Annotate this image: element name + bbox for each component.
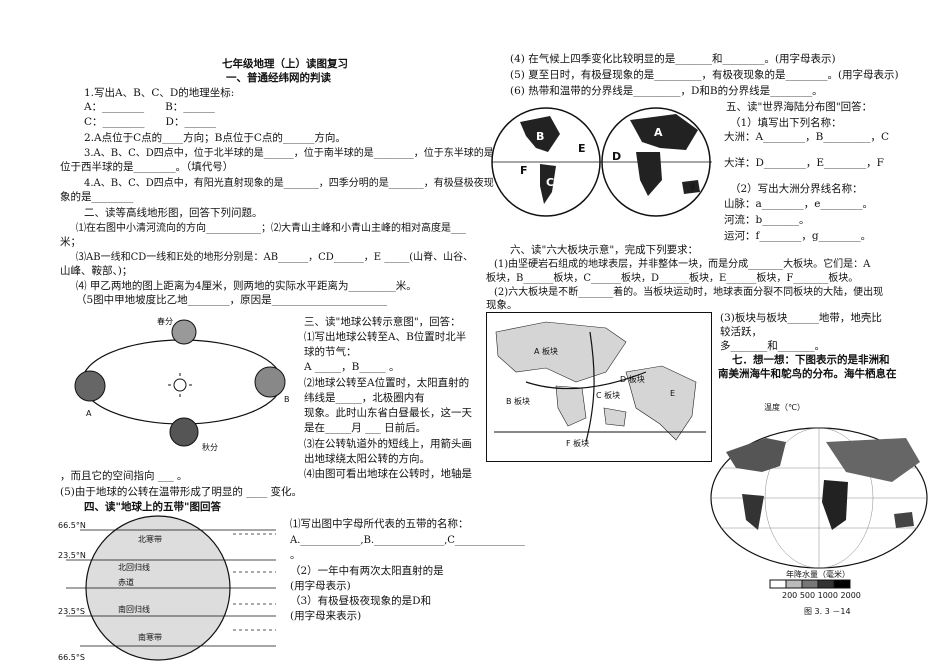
sec4-l5: (用字母表示) <box>290 580 351 592</box>
sec5-l5: 山脉：a________，e________。 <box>724 198 873 210</box>
sec5-l1: （1）填写出下列名称： <box>730 117 842 129</box>
rainfall-world-map: 温度（℃） 年降水量（毫米） 200 500 1000 2000 图 3. 3 … <box>710 402 928 616</box>
plate-d: D 板块 <box>620 374 645 384</box>
s3-tail: ，而且它的空间指向 ___ 。 <box>60 470 188 482</box>
sec7-title: 七．想一想：下图表示的是非洲和 <box>732 354 890 366</box>
rain-legend-values: 200 500 1000 2000 <box>782 591 861 600</box>
c2-l1: (4) 在气候上四季变化比较明显的是_______和________。(用字母表… <box>510 53 836 65</box>
sec4-l2: A.____________,B.______________,C_______… <box>290 535 525 546</box>
sec6-r1: (3)板块与板块______地带，地壳比 <box>720 312 882 324</box>
hemi-label-d: D <box>612 150 621 163</box>
zone-tropic-cancer: 北回归线 <box>118 562 150 572</box>
autumn-label: 秋分 <box>202 442 218 452</box>
c2-l3: (6) 热带和温带的分界线是_________，D和B的分界线是________… <box>510 85 823 97</box>
point-a-label: A <box>86 409 92 418</box>
s2-q4: ⑷ 甲乙两地的图上距离为4厘米，则两地的实际水平距离为_________米。 <box>76 280 417 292</box>
plate-b: B 板块 <box>506 396 530 406</box>
sec6-l2: 板块，B______板块，C______板块，D______板块，E______… <box>486 273 859 284</box>
s2-q3b: 山峰、鞍部、)； <box>60 265 133 277</box>
section-4-title: 四、读"地球上的五带"图回答 <box>84 501 221 513</box>
sec7-l2: 南美洲海牛和鸵鸟的分布。海牛栖息在 <box>718 368 897 380</box>
hemi-label-c: C <box>546 176 554 189</box>
q1-ab: A：________ B：______ <box>84 101 215 113</box>
rain-top-label: 温度（℃） <box>764 402 805 412</box>
hemi-label-f: F <box>520 164 528 177</box>
zone-tropic-capricorn: 南回归线 <box>118 604 150 614</box>
s2-q3: ⑶AB一线和CD一线和E处的地形分别是：AB______，CD______，E … <box>76 252 474 263</box>
sec3-l2: 球的节气： <box>304 346 357 358</box>
sec3-l4: ⑵地球公转至A位置时，太阳直射的 <box>304 377 470 389</box>
zone-equator: 赤道 <box>118 577 134 587</box>
sec3-l3: A _____，B_____ 。 <box>304 361 400 373</box>
earth-orbit-figure: 春分 秋分 A B <box>74 316 290 452</box>
sec5-l3: 大洋：D________，E________，F <box>724 157 884 169</box>
c2-l2: (5) 夏至日时，有极昼现象的是_________，有极夜现象的是_______… <box>510 69 899 81</box>
point-b-label: B <box>284 395 290 404</box>
sec6-r3: 多_______和_______。 <box>720 340 825 352</box>
q3-line1: 3.A、B、C、D四点中，位于北半球的是______，位于南半球的是______… <box>84 148 534 159</box>
plate-a: A 板块 <box>534 346 558 356</box>
rain-caption: 图 3. 3 －14 <box>804 607 851 616</box>
five-zones-figure: 66.5°N 23.5°N 23.5°S 66.5°S 北寒带 北回归线 赤道 … <box>58 515 276 662</box>
zone-north-frigid: 北寒带 <box>138 534 162 544</box>
section-2-title: 二、读等高线地形图，回答下列问题。 <box>84 207 263 219</box>
q1-cd: C：________ D：______ <box>84 116 216 128</box>
lat-665n: 66.5°N <box>58 521 86 530</box>
sec3-l1: ⑴写出地球公转至A、B位置时北半 <box>304 331 467 343</box>
sec5-l4: （2）写出大洲分界线名称： <box>730 183 863 195</box>
hemi-label-g: g <box>690 181 695 190</box>
sec4-l3: 。 <box>290 549 301 561</box>
sec4-l7: (用字母来表示) <box>290 610 362 622</box>
sec6-l1: (1)由坚硬岩石组成的地球表层，并非整体一块，而是分成_______大板块。它们… <box>494 259 871 270</box>
rain-legend-title: 年降水量（毫米） <box>786 569 850 579</box>
plate-f: F 板块 <box>566 438 589 448</box>
q4-line1: 4.A、B、C、D四点中，有阳光直射现象的是_______，四季分明的是____… <box>84 178 494 189</box>
lat-235n: 23.5°N <box>58 551 86 560</box>
sec5-l7: 运河：f________，g________。 <box>724 230 872 242</box>
s3-q5: (5)由于地球的公转在温带形成了明显的 ____ 变化。 <box>60 486 303 498</box>
hemi-label-e: E <box>578 142 586 155</box>
sec3-l6: 现象。此时山东省白昼最长，这一天 <box>304 407 472 419</box>
lat-235s: 23.5°S <box>58 607 85 616</box>
sec3-l5: 纬线是_____，北极圈内有 <box>304 392 425 404</box>
page-title: 七年级地理（上）读图复习 <box>222 58 348 70</box>
q2: 2.A点位于C点的____方向；B点位于C点的______方向。 <box>84 132 346 144</box>
sec5-l2: 大洲：A________，B_________，C <box>724 131 890 143</box>
sec4-l1: ⑴写出图中字母所代表的五带的名称： <box>290 518 469 530</box>
sec3-title: 三、读"地球公转示意图"，回答： <box>304 316 461 328</box>
lat-665s: 66.5°S <box>58 653 85 662</box>
s2-q5: （5图中甲地坡度比乙地________，原因是_________________… <box>76 294 388 306</box>
q3-line2: 位于西半球的是________。（填代号） <box>60 161 234 173</box>
sec3-l8: ⑶在公转轨道外的短线上，用箭头画 <box>304 438 472 450</box>
plate-c: C 板块 <box>596 390 620 400</box>
sec6-l4: 现象。 <box>486 299 518 311</box>
zone-south-frigid: 南寒带 <box>138 632 162 642</box>
hemi-label-b: B <box>536 130 544 143</box>
sec5-title: 五、读"世界海陆分布图"回答： <box>726 101 873 113</box>
sec6-title: 六、读"六大板块示意"，完成下列要求： <box>510 244 699 256</box>
q1: 1.写出A、B、C、D的地理坐标: <box>84 87 235 99</box>
spring-label: 春分 <box>157 316 173 326</box>
plates-map: A 板块 B 板块 C 板块 D 板块 E F 板块 <box>486 312 712 462</box>
s2-q1b: 米； <box>60 236 81 248</box>
sec3-l9: 出地球绕太阳公转的方向。 <box>304 453 430 465</box>
sec6-r2: 较活跃， <box>720 326 762 338</box>
s2-q1: ⑴在右图中小清河流向的方向___________；⑵大青山主峰和小青山主峰的相对… <box>76 223 466 234</box>
sec6-l3: (2)六大板块是不断_______着的。当板块运动时，地球表面分裂不同板块的大陆… <box>494 287 884 298</box>
sec5-l6: 河流：b_______。 <box>724 214 810 226</box>
plate-e: E <box>670 389 675 398</box>
section-1-title: 一、普通经纬网的判读 <box>226 72 331 84</box>
hemispheres-map: B C E F A D g <box>491 107 712 217</box>
sec3-l10: ⑷由图可看出地球在公转时，地轴是 <box>304 468 472 480</box>
hemi-label-a: A <box>654 126 663 139</box>
sec3-l7: 是在_____月 ___ 日前后。 <box>304 422 427 434</box>
sec4-l4: （2）一年中有两次太阳直射的是 <box>290 565 444 577</box>
sec4-l6: （3）有极昼极夜现象的是D和 <box>290 595 432 607</box>
q4-line2: 象的是________ <box>60 191 134 203</box>
